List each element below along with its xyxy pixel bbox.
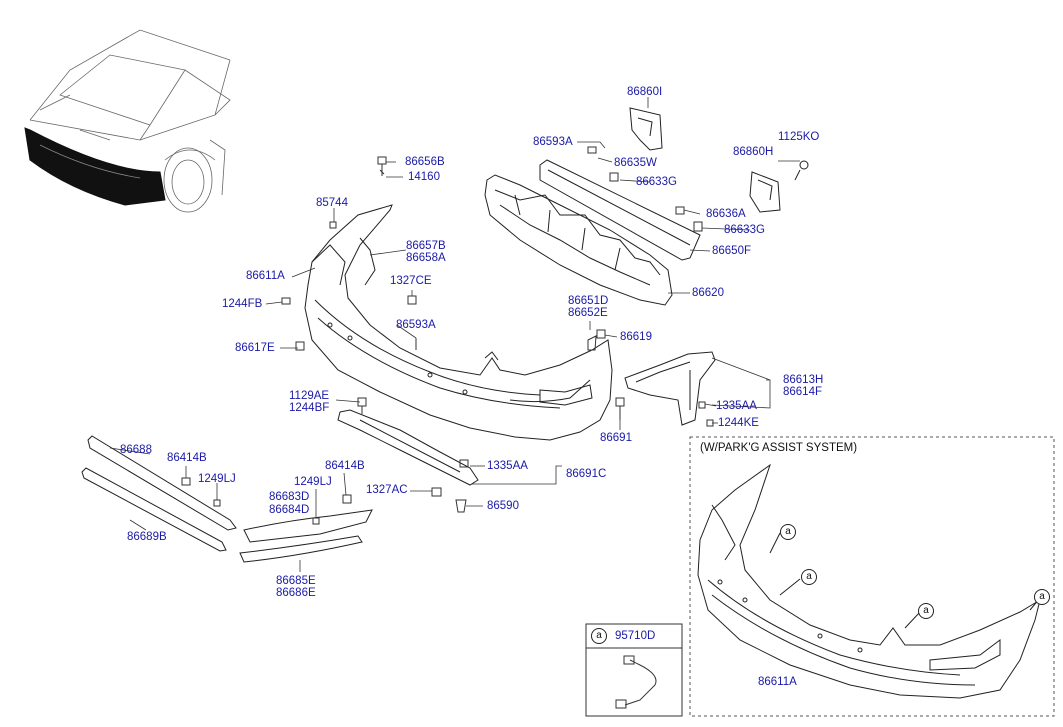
molding-86688: [87, 435, 237, 531]
part-label-1244KE[interactable]: 1244KE: [718, 417, 759, 429]
part-label-86688[interactable]: 86688: [120, 444, 152, 456]
legend-callout-a: a: [591, 628, 607, 644]
part-label-86593A-top[interactable]: 86593A: [533, 136, 573, 148]
part-label-86656B[interactable]: 86656B: [405, 156, 445, 168]
sensor-wire-illustration: [624, 659, 657, 706]
part-label-86651D[interactable]: 86651D: [568, 295, 609, 307]
legend-part-label-95710D[interactable]: 95710D: [615, 630, 656, 642]
bumper-absorber: [484, 174, 673, 306]
part-label-85744[interactable]: 85744: [316, 197, 348, 209]
car-overview-illustration: [29, 29, 231, 213]
part-label-86650F[interactable]: 86650F: [712, 245, 752, 257]
part-label-86633G-2[interactable]: 86633G: [724, 224, 765, 236]
part-label-86635W[interactable]: 86635W: [614, 157, 657, 169]
park-assist-section-title: (W/PARK'G ASSIST SYSTEM): [700, 442, 858, 454]
molding-86683D: [243, 509, 373, 543]
bumper-rail: [539, 159, 701, 261]
molding-86689B: [81, 467, 227, 552]
inset-bumper-cover: [697, 463, 1041, 699]
part-label-86414B-1[interactable]: 86414B: [167, 452, 207, 464]
part-label-1244BF[interactable]: 1244BF: [289, 402, 330, 414]
part-label-1244FB[interactable]: 1244FB: [222, 298, 263, 310]
part-label-86691C[interactable]: 86691C: [566, 468, 607, 480]
lower-diffuser: [337, 409, 479, 486]
part-label-1129AE[interactable]: 1129AE: [289, 390, 330, 402]
part-label-86860H[interactable]: 86860H: [733, 146, 774, 158]
part-label-1125KO[interactable]: 1125KO: [778, 131, 820, 143]
part-label-86613H[interactable]: 86613H: [783, 374, 824, 386]
part-label-86657B[interactable]: 86657B: [406, 240, 446, 252]
rear-bumper-cover: [304, 204, 613, 441]
side-bracket: [624, 351, 716, 426]
part-label-1249LJ-1[interactable]: 1249LJ: [198, 473, 236, 485]
part-label-86593A-mid[interactable]: 86593A: [396, 319, 436, 331]
part-label-86683D[interactable]: 86683D: [269, 491, 310, 503]
bracket-86860H: [749, 171, 781, 213]
part-label-86691[interactable]: 86691: [600, 432, 632, 444]
part-label-86611A-inset[interactable]: 86611A: [758, 676, 797, 688]
sensor-callout-a: a: [801, 569, 817, 585]
part-label-86684D[interactable]: 86684D: [269, 504, 310, 516]
part-label-14160[interactable]: 14160: [408, 171, 440, 183]
part-label-86633G-1[interactable]: 86633G: [636, 176, 677, 188]
leader-lines: [109, 97, 800, 572]
part-label-86414B-2[interactable]: 86414B: [325, 460, 365, 472]
legend-box: [585, 623, 683, 717]
sensor-callout-a: a: [918, 603, 934, 619]
part-label-1249LJ-2[interactable]: 1249LJ: [294, 476, 332, 488]
part-label-86686E[interactable]: 86686E: [276, 587, 316, 599]
part-label-86620[interactable]: 86620: [692, 287, 724, 299]
park-assist-section-frame: [689, 436, 1055, 717]
part-label-86590[interactable]: 86590: [487, 500, 519, 512]
sensor-callout-a: a: [780, 524, 796, 540]
part-label-1335AA-mid[interactable]: 1335AA: [487, 460, 528, 472]
part-label-86652E[interactable]: 86652E: [568, 307, 608, 319]
sensor-callout-a: a: [1034, 589, 1050, 605]
part-label-86636A[interactable]: 86636A: [706, 208, 746, 220]
part-label-86617E[interactable]: 86617E: [235, 342, 275, 354]
part-label-1327AC[interactable]: 1327AC: [366, 484, 408, 496]
part-label-86658A[interactable]: 86658A: [406, 252, 446, 264]
part-label-86614F[interactable]: 86614F: [783, 386, 823, 398]
part-label-86619[interactable]: 86619: [620, 331, 652, 343]
part-label-86611A[interactable]: 86611A: [246, 270, 285, 282]
bracket-86860I: [629, 107, 663, 151]
part-label-86689B[interactable]: 86689B: [127, 531, 167, 543]
part-label-86860I[interactable]: 86860I: [627, 86, 663, 98]
part-label-1327CE[interactable]: 1327CE: [390, 275, 432, 287]
molding-86685E: [239, 535, 363, 563]
part-label-1335AA-right[interactable]: 1335AA: [716, 400, 757, 412]
car-rear-bumper-highlight: [24, 127, 166, 206]
part-label-86685E[interactable]: 86685E: [276, 575, 316, 587]
